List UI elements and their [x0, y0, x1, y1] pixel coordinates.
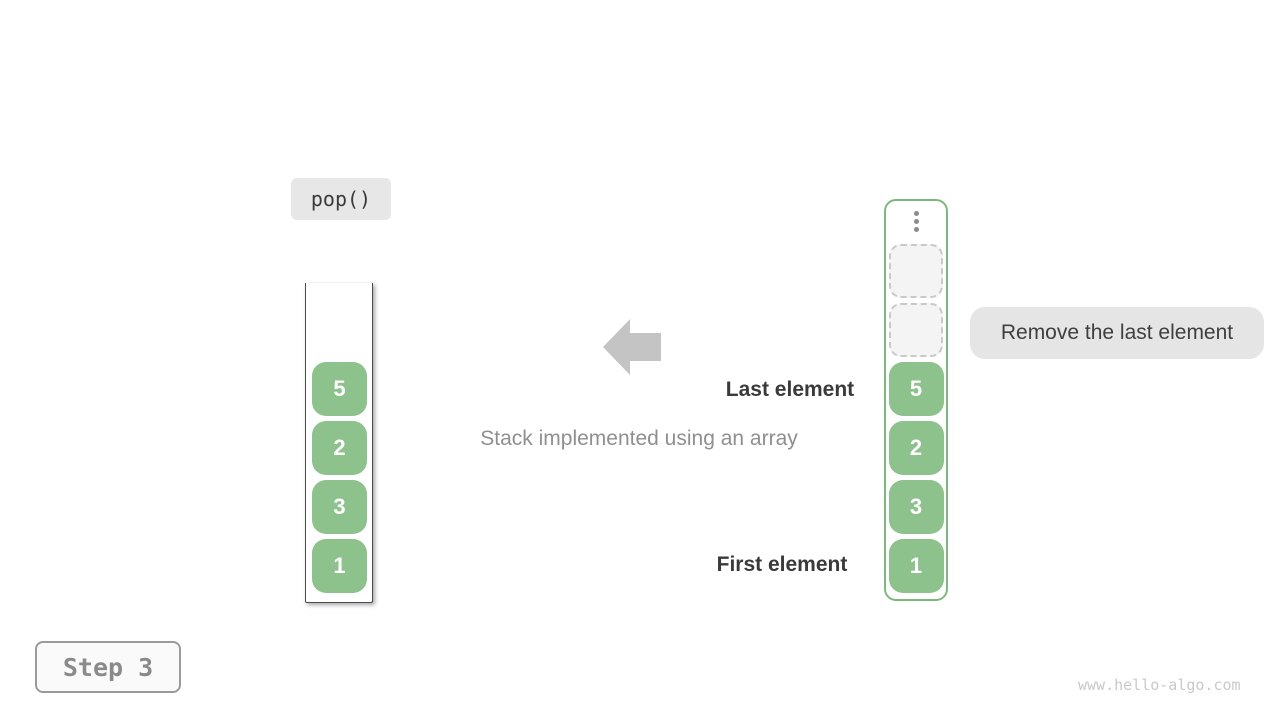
stack-cell: 1: [312, 539, 367, 593]
stack-cell: 5: [888, 362, 944, 416]
pop-operation-label: pop(): [291, 178, 391, 220]
remove-last-element-callout: Remove the last element: [970, 307, 1264, 359]
stack-array-container-left: 5 2 3 1: [305, 283, 373, 603]
stack-cell: 5: [312, 362, 367, 416]
stack-cell: 3: [312, 480, 367, 534]
first-element-label: First element: [716, 553, 848, 576]
stack-cell: 3: [888, 480, 944, 534]
arrow-left-icon: [603, 319, 661, 375]
diagram-caption: Stack implemented using an array: [480, 427, 798, 450]
stack-cell: 2: [312, 421, 367, 475]
empty-slot: [889, 303, 943, 357]
stack-array-container-right: 5 2 3 1: [884, 199, 948, 601]
empty-slot: [889, 244, 943, 298]
stack-cell: 2: [888, 421, 944, 475]
stack-cell: 1: [888, 539, 944, 593]
vertical-ellipsis-icon: [886, 211, 946, 232]
last-element-label: Last element: [725, 378, 855, 401]
site-watermark: www.hello-algo.com: [1078, 676, 1241, 694]
step-badge: Step 3: [35, 641, 181, 693]
